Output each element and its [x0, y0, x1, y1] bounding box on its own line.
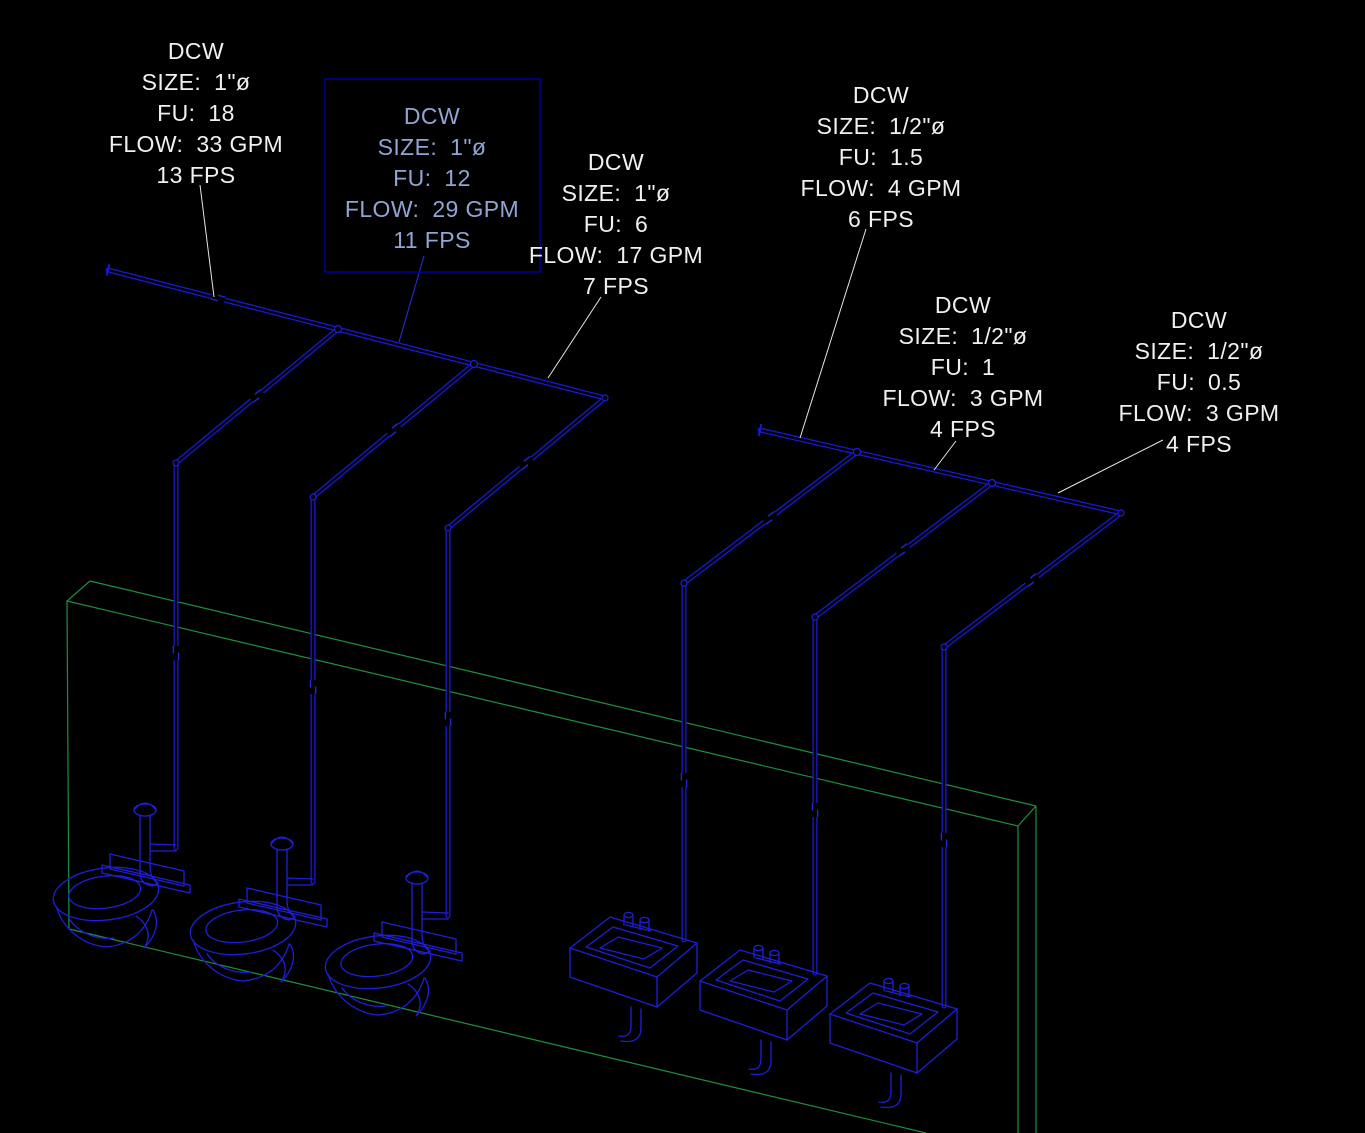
sink-fixture-2[interactable]	[699, 944, 828, 1076]
pipe-break-symbol	[809, 802, 821, 818]
leader-line-tag-4[interactable]	[799, 228, 867, 439]
tag-flow: FLOW:33 GPM	[108, 131, 284, 157]
toilet-fixture-1[interactable]	[49, 802, 191, 949]
tag-velocity: 6 FPS	[848, 206, 914, 232]
toilet-fixture-2[interactable]	[186, 836, 328, 983]
tag-size: SIZE:1"ø	[141, 69, 251, 95]
tag-velocity: 4 FPS	[1166, 431, 1232, 457]
pipe-break-symbol	[170, 645, 182, 661]
tag-size: SIZE:1"ø	[561, 180, 671, 206]
wall-top-front-edge	[66, 600, 1019, 827]
tag-size: SIZE:1/2"ø	[898, 323, 1028, 349]
elbow-fitting	[1117, 509, 1125, 517]
wall-outline[interactable]	[66, 580, 1037, 1133]
leader-line-tag-6[interactable]	[1057, 439, 1164, 494]
selection-box	[324, 78, 541, 273]
pipe-break-symbol	[209, 290, 227, 306]
tee-fitting	[469, 359, 479, 369]
tag-system: DCW	[934, 292, 992, 318]
tag-fu: FU:0.5	[1156, 369, 1242, 395]
tag-size: SIZE:1"ø	[377, 134, 487, 160]
tag-system: DCW	[852, 82, 910, 108]
pipe-end-cap	[757, 423, 763, 437]
pipe-tag-2-selected[interactable]: DCW SIZE:1"ø FU:12 FLOW:29 GPM 11 FPS	[345, 101, 519, 256]
tag-system: DCW	[587, 149, 645, 175]
pipe-break-symbol	[307, 679, 319, 695]
tag-flow: FLOW:4 GPM	[800, 175, 962, 201]
elbow-fitting	[444, 524, 452, 532]
tag-fu: FU:12	[393, 165, 471, 191]
tag-flow: FLOW:29 GPM	[344, 196, 520, 222]
pipe-break-symbol	[938, 832, 950, 848]
leader-line-tag-1[interactable]	[199, 184, 215, 298]
sink-fixture-1[interactable]	[569, 911, 698, 1043]
elbow-fitting	[811, 613, 819, 621]
tag-fu: FU:18	[157, 100, 235, 126]
tag-system: DCW	[1170, 307, 1228, 333]
tee-fitting	[987, 478, 997, 488]
pipe-tag-5[interactable]: DCW SIZE:1/2"ø FU:1 FLOW:3 GPM 4 FPS	[883, 290, 1044, 445]
pipe-tag-6[interactable]: DCW SIZE:1/2"ø FU:0.5 FLOW:3 GPM 4 FPS	[1119, 305, 1280, 460]
leader-line-tag-2-selected[interactable]	[398, 255, 425, 343]
tag-system: DCW	[403, 103, 461, 129]
tag-velocity: 11 FPS	[393, 227, 471, 253]
wall-right-corner	[1017, 805, 1037, 1133]
elbow-fitting	[940, 643, 948, 651]
tag-fu: FU:1.5	[838, 144, 924, 170]
tag-size: SIZE:1/2"ø	[1134, 338, 1264, 364]
pipe-end-cap	[105, 263, 111, 277]
tag-fu: FU:6	[583, 211, 649, 237]
tag-flow: FLOW:3 GPM	[1118, 400, 1280, 426]
elbow-fitting	[680, 579, 688, 587]
elbow-fitting	[172, 459, 180, 467]
elbow-fitting	[309, 493, 317, 501]
elbow-fitting	[601, 394, 609, 402]
dcw-piping-left-group[interactable]	[105, 263, 609, 916]
pipe-tag-3[interactable]: DCW SIZE:1"ø FU:6 FLOW:17 GPM 7 FPS	[529, 147, 703, 302]
tag-velocity: 7 FPS	[583, 273, 649, 299]
tee-fitting	[333, 324, 343, 334]
tag-flow: FLOW:3 GPM	[882, 385, 1044, 411]
tag-system: DCW	[167, 38, 225, 64]
pipe-tag-1[interactable]: DCW SIZE:1"ø FU:18 FLOW:33 GPM 13 FPS	[109, 36, 283, 191]
wall-top-back-edge	[89, 580, 1037, 807]
pipe-break-symbol	[678, 772, 690, 788]
sink-fixture-3[interactable]	[829, 977, 958, 1109]
wall-left-corner	[66, 580, 91, 930]
dcw-piping-right-group[interactable]	[678, 423, 1125, 1006]
pipe-break-symbol	[442, 711, 454, 727]
tag-flow: FLOW:17 GPM	[528, 242, 704, 268]
tag-velocity: 13 FPS	[156, 162, 236, 188]
tag-velocity: 4 FPS	[930, 416, 996, 442]
leader-line-tag-5[interactable]	[933, 440, 957, 471]
wall-floor-edge	[68, 928, 927, 1133]
pipe-tag-4[interactable]: DCW SIZE:1/2"ø FU:1.5 FLOW:4 GPM 6 FPS	[801, 80, 962, 235]
tag-fu: FU:1	[930, 354, 996, 380]
tee-fitting	[852, 447, 862, 457]
tag-size: SIZE:1/2"ø	[816, 113, 946, 139]
leader-line-tag-3[interactable]	[547, 296, 602, 379]
